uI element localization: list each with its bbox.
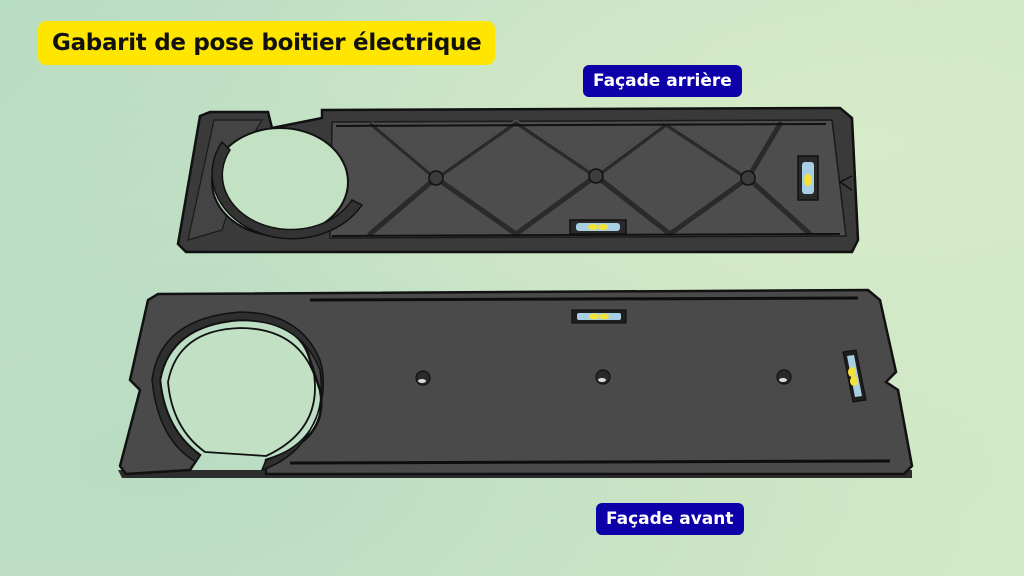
- rear-face-label: Façade arrière: [583, 65, 742, 97]
- spirit-level-vertical: [797, 155, 819, 201]
- page-title: Gabarit de pose boitier électrique: [38, 21, 496, 65]
- spirit-level-horizontal: [571, 309, 627, 324]
- spirit-level-vertical: [842, 349, 867, 403]
- front-face-part: [118, 288, 914, 478]
- rear-face-part: [176, 106, 860, 254]
- spirit-level-horizontal: [569, 219, 627, 235]
- mounting-boss: [428, 168, 756, 186]
- front-face-label: Façade avant: [596, 503, 744, 535]
